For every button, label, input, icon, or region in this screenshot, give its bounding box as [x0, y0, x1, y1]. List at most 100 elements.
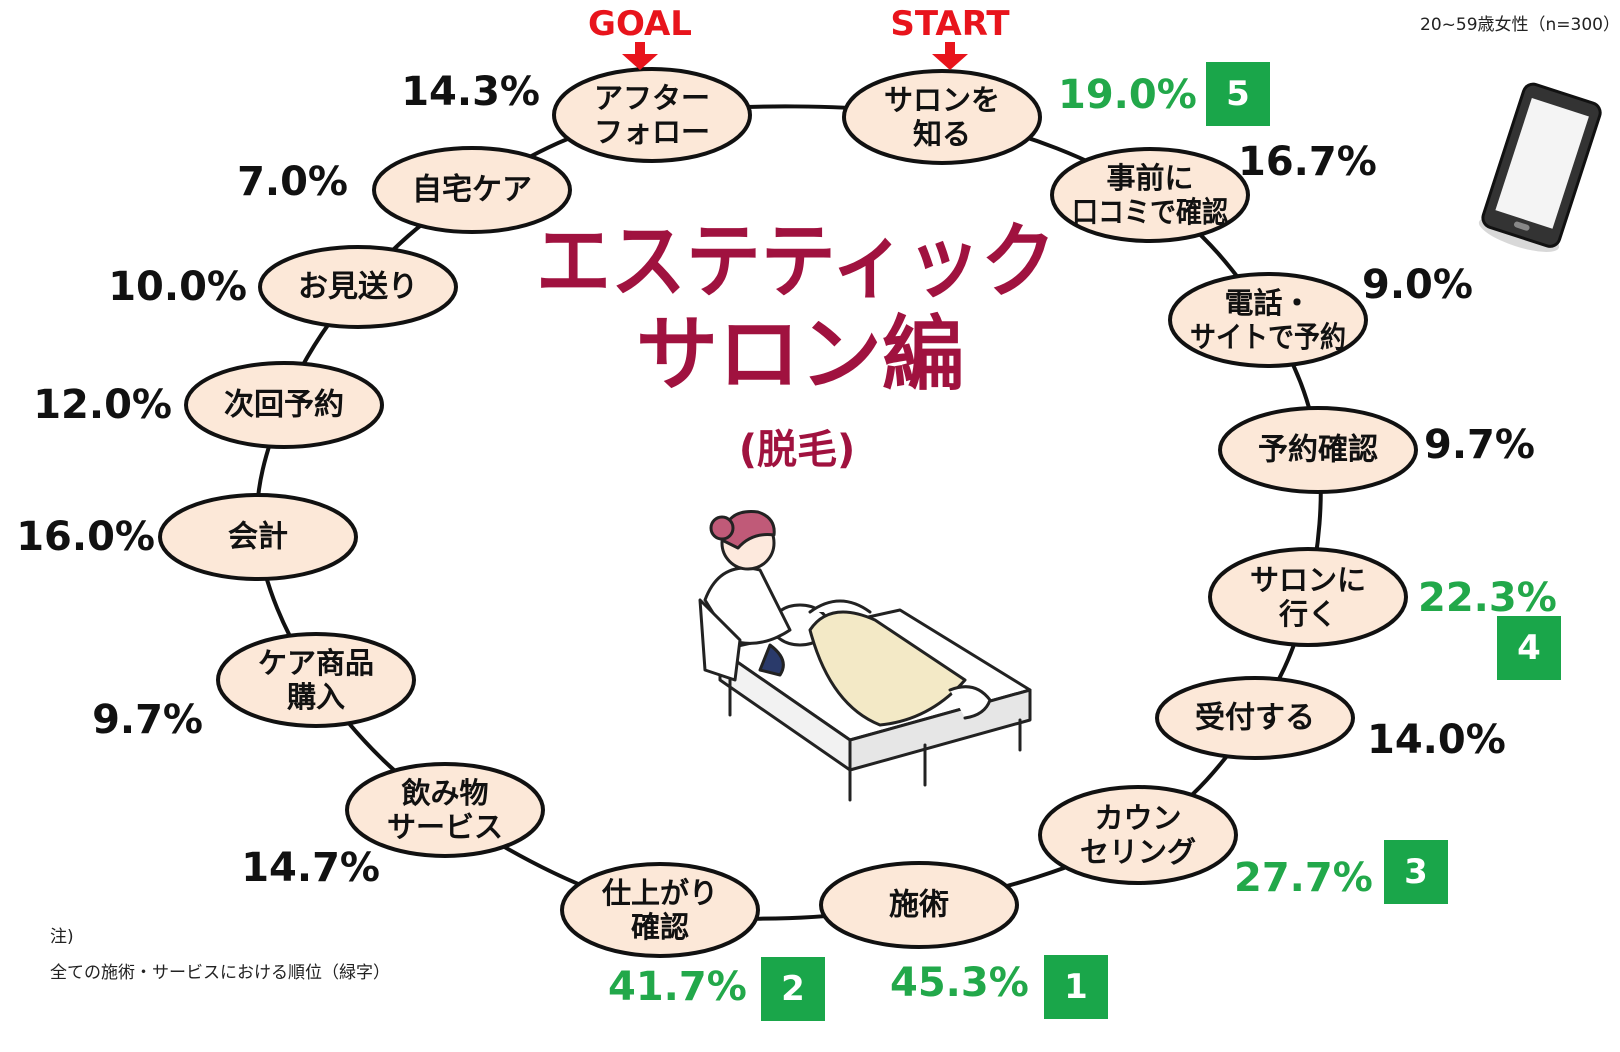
step-label: お見送り: [298, 270, 418, 305]
step-node: [560, 862, 760, 958]
title-line-2: サロン編: [636, 308, 964, 403]
step-percentage: 41.7%: [608, 964, 747, 1010]
step-percentage: 9.0%: [1362, 262, 1473, 308]
step-label: 電話・: [1224, 286, 1311, 320]
step-label: フォロー: [594, 115, 710, 149]
step-label: 自宅ケア: [412, 173, 532, 208]
step-node: [1038, 785, 1238, 885]
step-percentage: 12.0%: [33, 382, 172, 428]
step-node: [819, 861, 1019, 949]
step-label: 確認: [631, 910, 689, 944]
step-node: [1050, 147, 1250, 243]
journey-step: 次回予約 12.0%: [33, 361, 384, 449]
step-label: 事前に: [1106, 161, 1193, 195]
journey-step: 施術 45.3% 1: [819, 861, 1108, 1019]
step-node: [842, 69, 1042, 165]
rank-number: 5: [1226, 74, 1250, 114]
step-label: 口コミで確認: [1072, 195, 1228, 229]
step-node: [158, 493, 358, 581]
rank-number: 3: [1404, 852, 1428, 892]
goal-label: GOAL: [588, 4, 692, 70]
step-percentage: 22.3%: [1418, 575, 1557, 621]
step-label: 飲み物: [401, 776, 488, 810]
smartphone-illustration: [1478, 82, 1602, 252]
step-node: [216, 632, 416, 728]
step-percentage: 14.3%: [401, 69, 540, 115]
step-label: サイトで予約: [1190, 320, 1346, 354]
down-arrow-icon: [945, 42, 955, 56]
step-label: 行く: [1278, 597, 1337, 631]
step-label: 仕上がり: [601, 876, 718, 910]
step-percentage: 10.0%: [108, 264, 247, 310]
step-node: [1218, 406, 1418, 494]
step-percentage: 16.0%: [16, 514, 155, 560]
step-label: アフター: [594, 81, 710, 115]
step-label: 予約確認: [1258, 433, 1378, 468]
note-text: 全ての施術・サービスにおける順位（緑字）: [50, 963, 390, 983]
step-percentage: 16.7%: [1238, 139, 1377, 185]
step-label: 会計: [228, 520, 288, 555]
step-label: 購入: [287, 680, 345, 714]
step-label: サロンを: [884, 83, 1000, 117]
step-label: 施術: [889, 888, 949, 923]
step-node: [1208, 547, 1408, 647]
rank-badge: [761, 957, 825, 1021]
step-node: [1155, 676, 1355, 760]
step-node: [552, 67, 752, 163]
step-percentage: 14.7%: [241, 845, 380, 891]
step-label: サービス: [387, 810, 503, 844]
start-label-text: START: [890, 4, 1010, 44]
journey-step: 会計 16.0%: [16, 493, 358, 581]
step-label: カウン: [1094, 801, 1181, 835]
step-percentage: 7.0%: [237, 159, 348, 205]
step-label: 次回予約: [224, 388, 344, 423]
journey-step: お見送り 10.0%: [108, 245, 458, 329]
down-arrow-icon: [622, 54, 658, 70]
note-heading: 注): [50, 927, 74, 947]
step-label: セリング: [1080, 835, 1196, 869]
step-percentage: 9.7%: [92, 697, 203, 743]
step-percentage: 14.0%: [1367, 717, 1506, 763]
step-percentage: 9.7%: [1424, 422, 1535, 468]
step-node: [345, 762, 545, 858]
rank-badge: [1206, 62, 1270, 126]
journey-step: 予約確認 9.7%: [1218, 406, 1535, 494]
step-node: [1168, 272, 1368, 368]
rank-number: 2: [781, 969, 805, 1009]
rank-badge: [1384, 840, 1448, 904]
title-line-1: エステティック: [536, 215, 1056, 310]
step-percentage: 27.7%: [1234, 855, 1373, 901]
step-label: 受付する: [1195, 701, 1315, 736]
step-node: [184, 361, 384, 449]
journey-step: 電話・サイトで予約 9.0%: [1168, 262, 1473, 368]
rank-number: 4: [1517, 628, 1541, 668]
rank-badge: [1497, 616, 1561, 680]
rank-number: 1: [1064, 967, 1088, 1007]
step-percentage: 45.3%: [890, 960, 1029, 1006]
step-label: ケア商品: [258, 646, 374, 680]
title-subtitle: (脱毛): [739, 427, 856, 473]
step-percentage: 19.0%: [1058, 72, 1197, 118]
journey-step: 受付する 14.0%: [1155, 676, 1506, 763]
step-node: [372, 146, 572, 234]
sample-size-label: 20~59歳女性（n=300）: [1420, 15, 1620, 35]
down-arrow-icon: [932, 54, 968, 70]
goal-label-text: GOAL: [588, 4, 692, 44]
step-label: 知る: [913, 117, 971, 151]
step-label: サロンに: [1250, 563, 1366, 597]
down-arrow-icon: [635, 42, 645, 56]
journey-step: 自宅ケア 7.0%: [237, 146, 572, 234]
rank-badge: [1044, 955, 1108, 1019]
start-label: START: [890, 4, 1010, 70]
esthetician-treatment-illustration: [698, 510, 1032, 802]
